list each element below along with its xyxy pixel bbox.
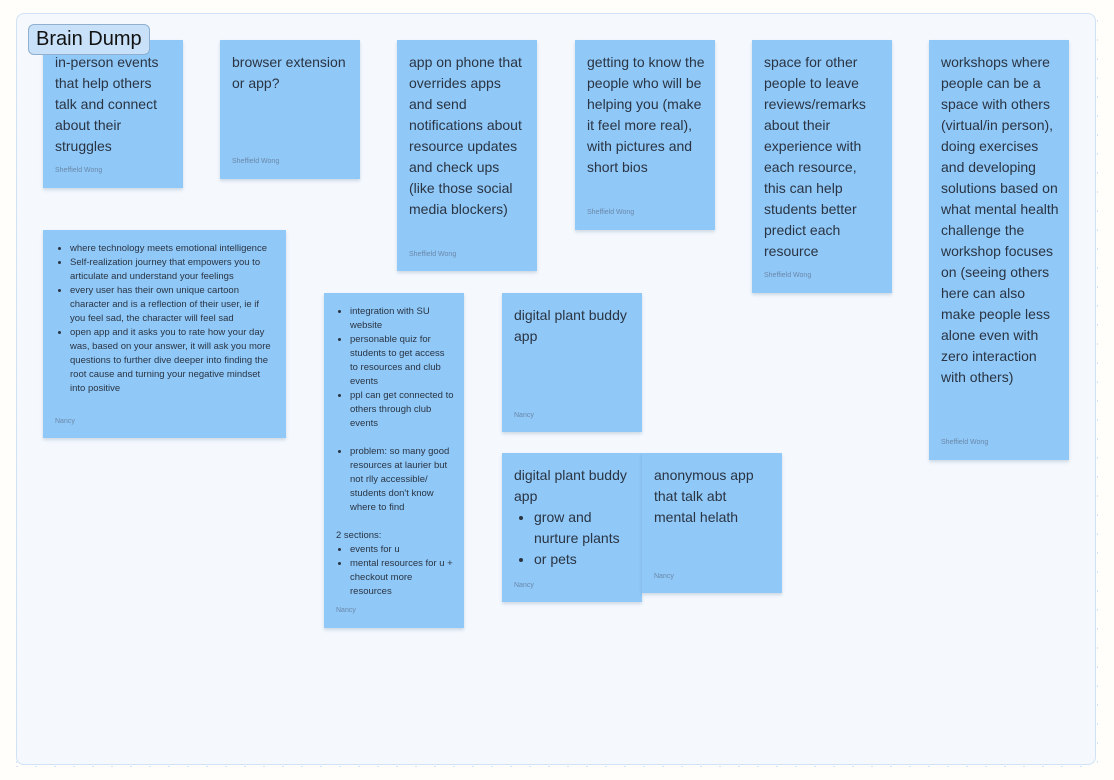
sticky-note-author: Nancy [336,607,356,614]
sticky-note-text: space for other people to leave reviews/… [764,54,866,259]
sticky-note[interactable]: integration with SU website personable q… [324,293,464,628]
sticky-note-text: anonymous app that talk abt mental helat… [654,467,754,525]
bullet-item: integration with SU website [350,305,454,333]
frame-edge-bottom [16,766,1098,767]
sticky-subheading: 2 sections: [336,530,382,541]
sticky-note-text: integration with SU website personable q… [336,305,454,599]
bullet-list: integration with SU website personable q… [336,305,454,431]
sticky-note-text: in-person events that help others talk a… [55,54,159,154]
sticky-note-author: Sheffield Wong [409,251,457,258]
sticky-note-author: Sheffield Wong [941,439,989,446]
sticky-note-text: digital plant buddy app [514,307,627,344]
sticky-note[interactable]: digital plant buddy app Nancy [502,293,642,432]
sticky-note-author: Sheffield Wong [587,209,635,216]
bullet-item: where technology meets emotional intelli… [70,242,276,256]
sticky-note-author: Nancy [514,412,534,419]
sticky-note[interactable]: workshops where people can be a space wi… [929,40,1069,460]
sticky-note-author: Nancy [514,582,534,589]
sticky-note[interactable]: app on phone that overrides apps and sen… [397,40,537,271]
bullet-item: Self-realization journey that empowers y… [70,256,276,284]
sticky-note[interactable]: browser extension or app? Sheffield Wong [220,40,360,179]
bullet-item: grow and nurture plants [534,507,632,549]
bullet-item: personable quiz for students to get acce… [350,333,454,389]
sticky-note[interactable]: digital plant buddy app grow and nurture… [502,453,642,602]
section-title[interactable]: Brain Dump [28,24,150,55]
sticky-note-text: getting to know the people who will be h… [587,54,705,175]
bullet-item: open app and it asks you to rate how you… [70,326,276,396]
bullet-item: problem: so many good resources at lauri… [350,445,454,515]
sticky-note[interactable]: getting to know the people who will be h… [575,40,715,230]
bullet-item: or pets [534,549,632,570]
sticky-note[interactable]: space for other people to leave reviews/… [752,40,892,293]
frame-edge-left [16,20,17,765]
bullet-item: ppl can get connected to others through … [350,389,454,431]
sticky-note[interactable]: where technology meets emotional intelli… [43,230,286,438]
bullet-list: events for u mental resources for u + ch… [336,543,454,599]
bullet-list: grow and nurture plants or pets [514,507,632,570]
sticky-note[interactable]: anonymous app that talk abt mental helat… [642,453,782,593]
sticky-note-author: Sheffield Wong [232,158,280,165]
bullet-item: events for u [350,543,454,557]
bullet-list: where technology meets emotional intelli… [56,242,276,396]
frame-edge-right [1097,20,1098,765]
sticky-note-text: digital plant buddy app grow and nurture… [514,465,632,570]
sticky-note-author: Sheffield Wong [55,167,103,174]
bullet-item: every user has their own unique cartoon … [70,284,276,326]
sticky-note-author: Nancy [654,573,674,580]
sticky-note-heading: digital plant buddy app [514,467,627,504]
sticky-note-text: browser extension or app? [232,54,346,91]
bullet-list: problem: so many good resources at lauri… [336,445,454,515]
sticky-note-author: Nancy [55,418,75,425]
sticky-note-text: where technology meets emotional intelli… [56,242,276,396]
bullet-item: mental resources for u + checkout more r… [350,557,454,599]
sticky-note-text: app on phone that overrides apps and sen… [409,54,522,217]
sticky-note-text: workshops where people can be a space wi… [941,54,1059,385]
sticky-note[interactable]: in-person events that help others talk a… [43,40,183,188]
sticky-note-author: Sheffield Wong [764,272,812,279]
